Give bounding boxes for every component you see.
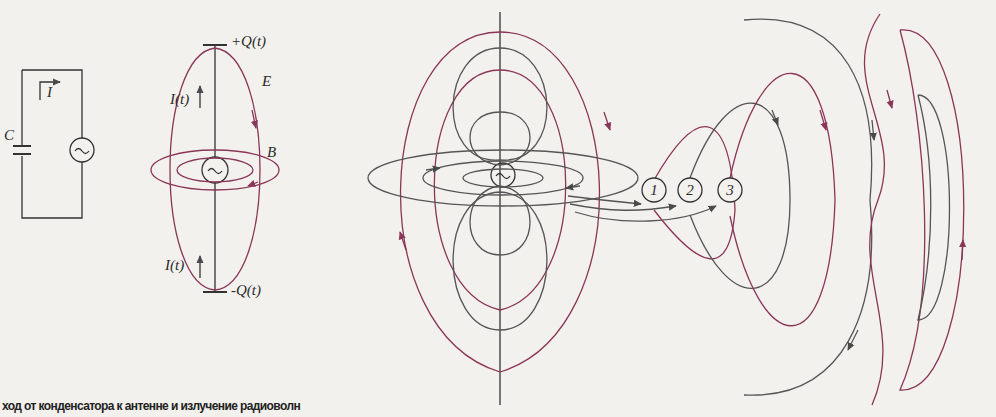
radiated-loops — [654, 14, 964, 405]
callout-number: 1 — [650, 183, 658, 198]
callout-circle: 3 — [717, 177, 743, 203]
figure-caption: ход от конденсатора к антенне и излучени… — [2, 399, 300, 413]
callout-circle: 1 — [641, 177, 667, 203]
current-label: I — [47, 85, 52, 100]
callout-circle: 2 — [677, 177, 703, 203]
lc-circuit — [13, 70, 94, 218]
component-label: C — [4, 128, 14, 143]
charge-label: +Q(t) — [231, 34, 266, 49]
callout-number: 2 — [686, 183, 694, 198]
callout-number: 3 — [726, 183, 734, 198]
dipole-antenna — [151, 45, 279, 292]
near-field — [368, 12, 716, 405]
current-label: I(t) — [170, 92, 189, 107]
field-label: B — [267, 145, 276, 160]
charge-label: -Q(t) — [231, 283, 261, 298]
field-label: E — [262, 74, 271, 89]
current-label: I(t) — [165, 258, 184, 273]
